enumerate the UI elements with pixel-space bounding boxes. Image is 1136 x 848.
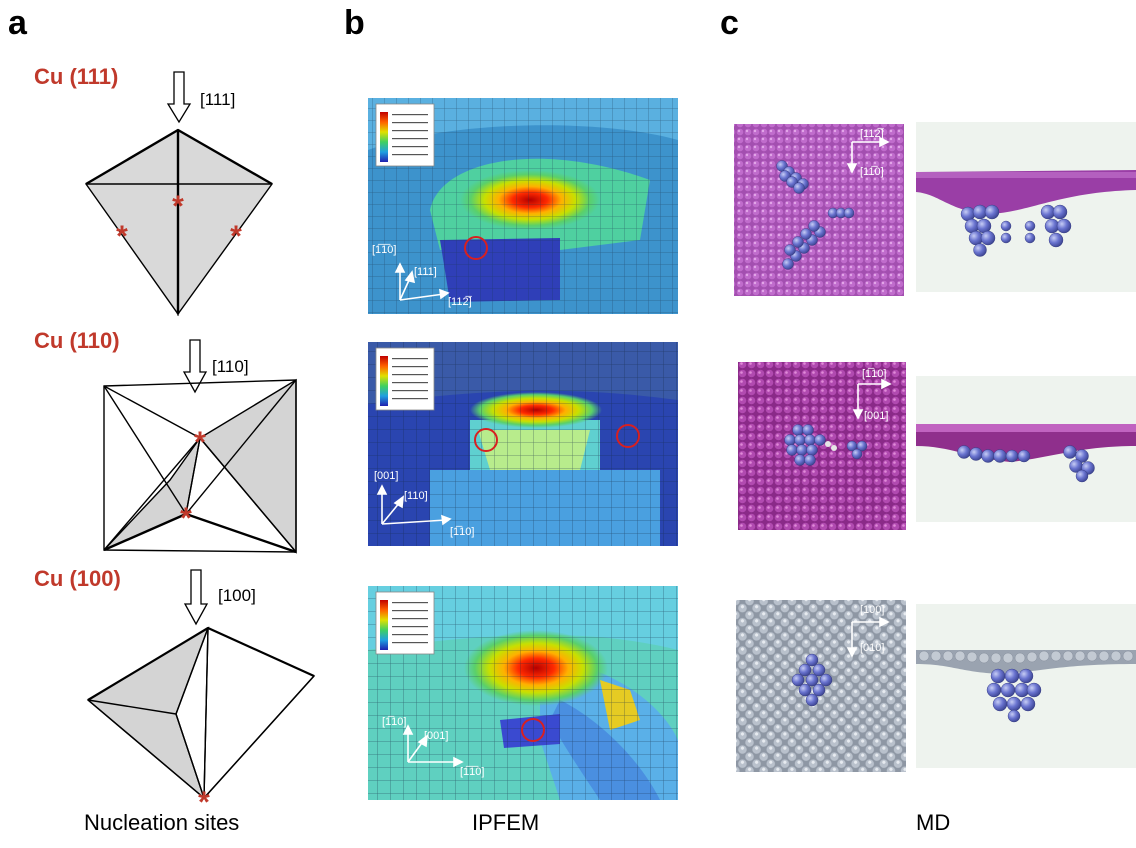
nucleation-site-star: * (116, 220, 128, 253)
nucleation-circle (474, 428, 498, 452)
direction-111-label: [111] (200, 90, 236, 109)
direction-110-label: [110] (212, 357, 249, 376)
md-sideview-100 (916, 604, 1136, 768)
md-sideview-111 (916, 122, 1136, 292)
ipfem3-axis-right: [1̅1̅0] (460, 766, 485, 778)
panel-letter-a: a (8, 4, 27, 42)
nucleation-circle (616, 424, 640, 448)
ipfem1-axis-up: [1̅1̅0] (372, 244, 397, 256)
md-topview-111 (734, 124, 904, 296)
indenter-schematics: * * * * * * (84, 71, 316, 819)
ipfem2-axis-right: [1̅10] (450, 526, 475, 538)
down-arrow-icon (182, 339, 208, 394)
nucleation-site-star: * (198, 786, 210, 819)
down-arrow-icon (166, 71, 192, 124)
ipfem2-axis-up: [001] (374, 470, 399, 482)
panel-letter-c: c (720, 4, 739, 42)
md1-axis-right: [112̅] (860, 128, 884, 140)
cu-111-label: Cu (111) (34, 64, 119, 89)
nucleation-circle (521, 718, 545, 742)
panel-a-caption: Nucleation sites (84, 810, 240, 835)
panel-b-caption: IPFEM (472, 810, 540, 835)
md-topview-110 (738, 362, 906, 530)
panel-c-caption: MD (916, 810, 951, 835)
tetrahedron-111 (84, 128, 274, 317)
md2-axis-down: [001] (864, 410, 889, 422)
cu-110-label: Cu (110) (34, 328, 120, 353)
down-arrow-icon (183, 569, 209, 626)
md-sideview-110 (916, 376, 1136, 522)
nucleation-site-star: * (194, 426, 206, 459)
panel-letter-b: b (344, 4, 365, 42)
ipfem3-axis-up: [1̅10] (382, 716, 407, 728)
md-topview-100 (736, 600, 906, 772)
nucleation-site-star: * (230, 220, 242, 253)
indenter-110 (103, 378, 297, 554)
ipfem1-axis-right: [112̅] (448, 296, 472, 308)
ipfem3-axis-mid: [001] (424, 730, 449, 742)
md3-axis-down: [010] (860, 642, 885, 654)
ipfem-image-100 (368, 586, 678, 800)
md2-axis-right: [1̅10] (862, 368, 887, 380)
nucleation-site-star: * (172, 190, 184, 223)
nucleation-circle (464, 236, 488, 260)
cu-100-label: Cu (100) (34, 566, 121, 591)
md1-axis-down: [11̅0] (860, 166, 884, 178)
ipfem1-axis-mid: [111] (414, 266, 437, 278)
ipfem-image-111-body (368, 98, 678, 314)
md3-axis-right: [100] (860, 604, 885, 616)
ipfem2-axis-mid: [110] (404, 490, 428, 502)
direction-100-label: [100] (218, 586, 256, 605)
nucleation-site-star: * (180, 502, 192, 535)
pyramid-100 (86, 626, 316, 801)
ipfem-image-110 (368, 342, 678, 546)
